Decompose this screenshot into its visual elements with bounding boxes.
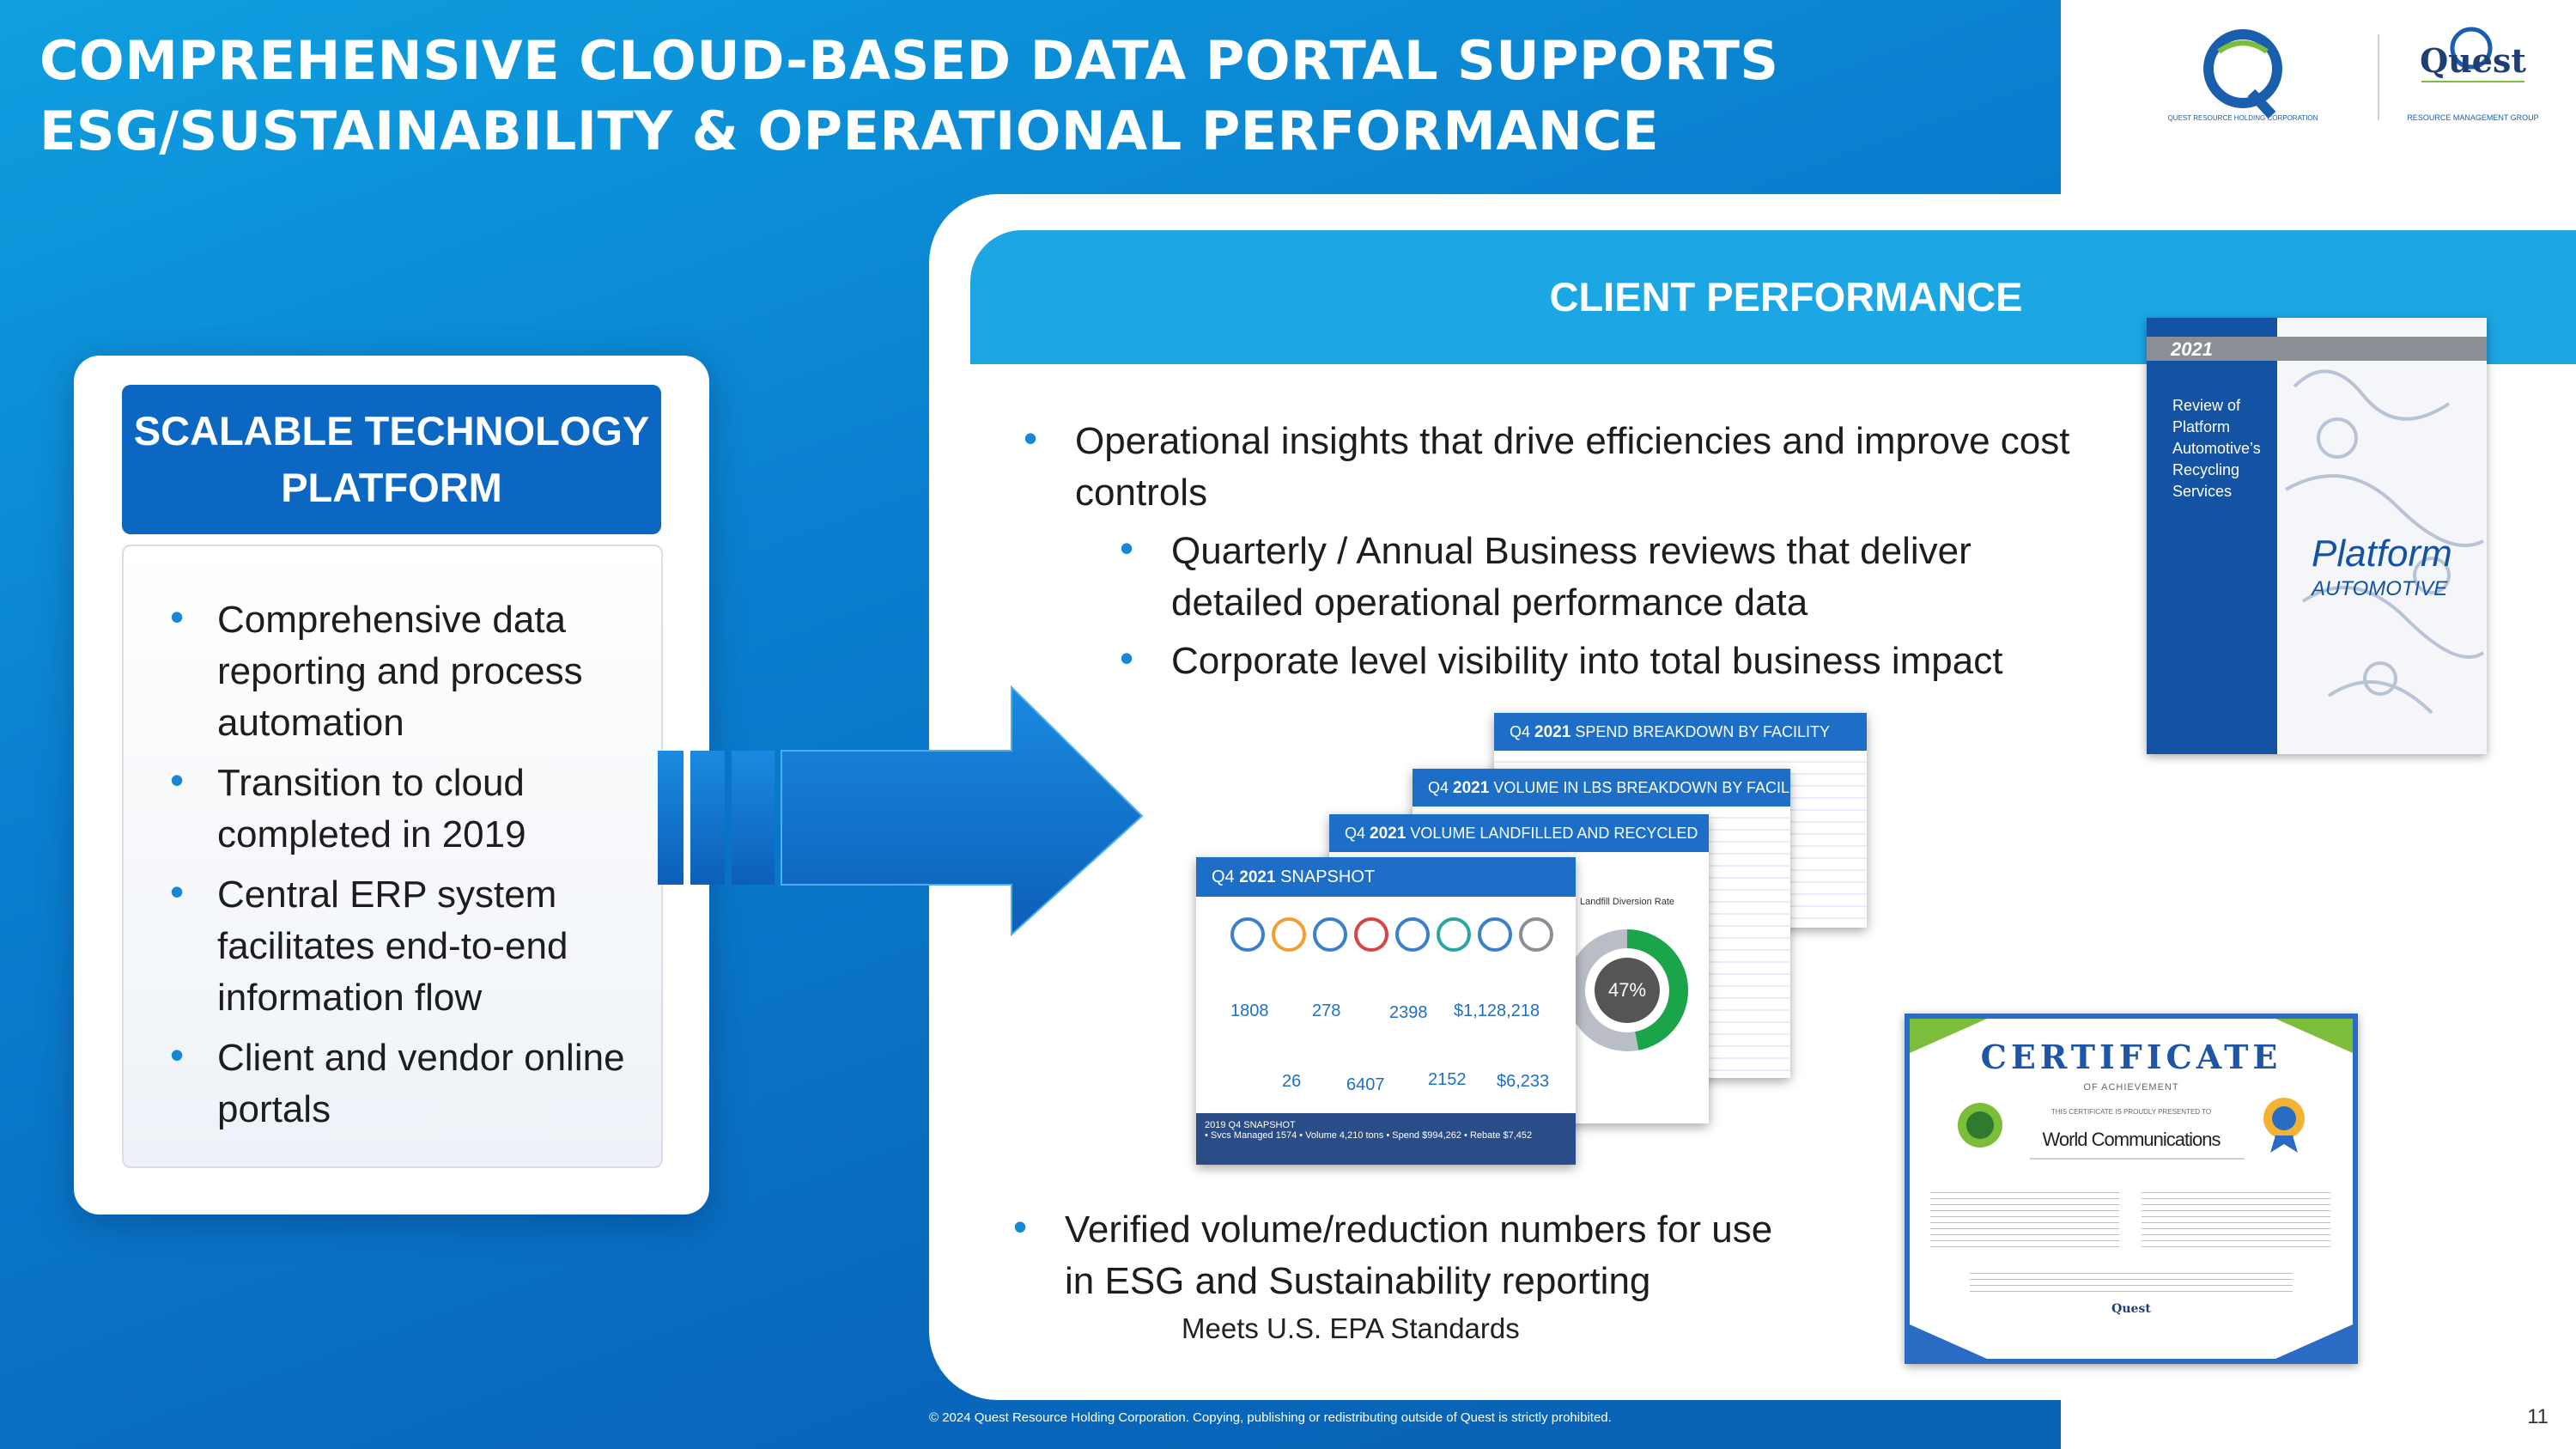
snapshot-stat: 2398 (1389, 1003, 1428, 1022)
list-item: Operational insights that drive efficien… (1024, 412, 2080, 519)
logos: QUEST RESOURCE HOLDING CORPORATION Quest… (2168, 27, 2539, 122)
snapshot-stat: $1,128,218 (1454, 1002, 1540, 1020)
report-header: Q4 2021 VOLUME LANDFILLED AND RECYCLED (1329, 814, 1709, 852)
quest-holding-logo (2203, 29, 2282, 119)
brochure-year-bar: 2021 (2147, 337, 2487, 361)
certificate-corners (1910, 1019, 2353, 1359)
list-item: Quarterly / Annual Business reviews that… (1120, 522, 2080, 629)
puzzle-pattern-icon (2285, 369, 2485, 715)
list-item: Central ERP system facilitates end-to-en… (170, 866, 651, 1024)
list-item: Verified volume/reduction numbers for us… (1013, 1201, 1786, 1307)
list-item: Transition to cloud completed in 2019 (170, 754, 651, 861)
snapshot-stat: 278 (1312, 1002, 1341, 1020)
snapshot-report: Q4 2021 SNAPSHOT 1808 278 2398 $1,128,21… (1196, 857, 1576, 1165)
scalable-platform-title: SCALABLE TECHNOLOGY PLATFORM (122, 385, 661, 534)
certificate-title: CERTIFICATE (1980, 1038, 2282, 1076)
snapshot-stat: 26 (1282, 1072, 1302, 1091)
snapshot-stat: 1808 (1230, 1002, 1269, 1020)
scalable-platform-title-line-2: PLATFORM (281, 465, 502, 510)
page-title: COMPREHENSIVE CLOUD-BASED DATA PORTAL SU… (39, 26, 2014, 167)
certificate-text-block (1970, 1268, 2293, 1294)
verified-volume-bullet: Verified volume/reduction numbers for us… (1013, 1201, 1786, 1307)
leaf-badge-icon (1958, 1103, 2002, 1148)
brochure-subbrand: AUTOMOTIVE (2312, 577, 2448, 600)
snapshot-footer-title: 2019 Q4 SNAPSHOT (1205, 1120, 1296, 1130)
copyright-footer: © 2024 Quest Resource Holding Corporatio… (929, 1410, 1612, 1425)
certificate-text-block (1930, 1187, 2119, 1247)
holding-caption: QUEST RESOURCE HOLDING CORPORATION (2168, 114, 2318, 122)
brochure-sidebar (2147, 318, 2277, 754)
certificate-recipient: World Communications (2042, 1129, 2221, 1150)
scalable-platform-title-line-1: SCALABLE TECHNOLOGY (133, 408, 650, 454)
brochure-text: Review of Platform Automotive’s Recyclin… (2172, 397, 2261, 500)
certificate-subtitle: OF ACHIEVEMENT (2083, 1082, 2179, 1093)
list-item: Comprehensive data reporting and process… (170, 591, 651, 749)
resource-caption: RESOURCE MANAGEMENT GROUP (2407, 113, 2538, 122)
flow-arrow-icon (658, 685, 1144, 936)
epa-standards-note: Meets U.S. EPA Standards (1182, 1312, 1520, 1344)
scalable-platform-bullets: Comprehensive data reporting and process… (170, 591, 651, 1144)
brochure-thumbnail: 2021 Review of Platform Automotive’s Rec… (2147, 318, 2487, 754)
client-performance-title: CLIENT PERFORMANCE (1549, 274, 2023, 320)
report-header: Q4 2021 SPEND BREAKDOWN BY FACILITY (1494, 713, 1867, 751)
snapshot-stat: $6,233 (1497, 1072, 1550, 1091)
quest-wordmark: Quest (2420, 41, 2526, 80)
brochure-brand: Platform (2312, 533, 2452, 575)
diversion-donut-icon: 47% (1566, 929, 1688, 1051)
snapshot-stat: 6407 (1346, 1075, 1385, 1094)
list-item: Corporate level visibility into total bu… (1120, 632, 2080, 687)
quest-resource-logo: Quest (2420, 27, 2526, 82)
certificate-presented: THIS CERTIFICATE IS PROUDLY PRESENTED TO (2050, 1108, 2212, 1116)
snapshot-stat: 2152 (1428, 1070, 1467, 1089)
client-performance-bullets: Operational insights that drive efficien… (1024, 412, 2080, 694)
logo-panel: QUEST RESOURCE HOLDING CORPORATION Quest… (2061, 0, 2576, 196)
page-title-line-1: COMPREHENSIVE CLOUD-BASED DATA PORTAL SU… (39, 29, 1779, 92)
diversion-value: 47% (1608, 979, 1646, 1001)
diversion-label: Landfill Diversion Rate (1579, 897, 1675, 907)
report-header: Q4 2021 VOLUME IN LBS BREAKDOWN BY FACIL… (1413, 769, 1790, 807)
page-number: 11 (2527, 1405, 2549, 1428)
report-header: Q4 2021 SNAPSHOT (1196, 857, 1576, 897)
list-item: Client and vendor online portals (170, 1029, 651, 1135)
page-title-line-2: ESG/SUSTAINABILITY & OPERATIONAL PERFORM… (39, 100, 1660, 162)
brochure-year: 2021 (2171, 338, 2213, 360)
certificate-brand: Quest (2111, 1302, 2151, 1316)
certificate-thumbnail: CERTIFICATE OF ACHIEVEMENT THIS CERTIFIC… (1905, 1014, 2358, 1364)
certificate-divider (2030, 1158, 2245, 1160)
certificate-text-block (2142, 1187, 2330, 1247)
award-ribbon-icon (2263, 1098, 2305, 1153)
snapshot-footer-line: • Svcs Managed 1574 • Volume 4,210 tons … (1205, 1130, 1533, 1141)
snapshot-footer: 2019 Q4 SNAPSHOT • Svcs Managed 1574 • V… (1196, 1113, 1576, 1165)
